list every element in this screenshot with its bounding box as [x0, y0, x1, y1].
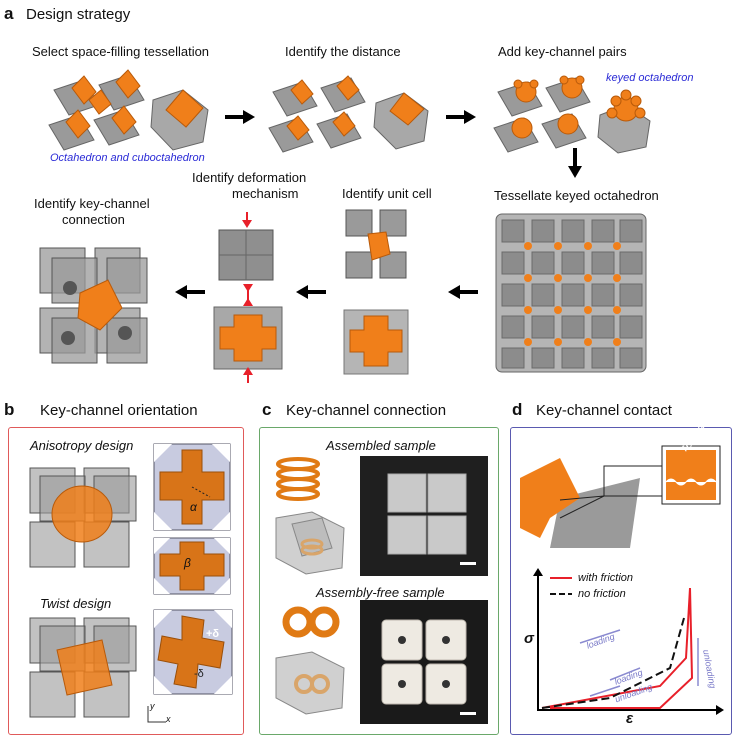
distance-cluster-figure [268, 75, 366, 153]
panel-a-label: a [4, 4, 14, 23]
spring-key-figure [276, 457, 320, 501]
assembly-free-sample-label: Assembly-free sample [316, 585, 445, 600]
tessellated-lattice-figure [495, 213, 647, 373]
keyed-cluster-figure [493, 75, 591, 153]
octa-cubo-note: Octahedron and cuboctahedron [50, 152, 205, 164]
step-unit-cell-label: Identify unit cell [342, 186, 432, 201]
legend-no-friction: no friction [578, 588, 626, 600]
legend-with-friction: with friction [578, 572, 634, 584]
keyed-octahedron-figure [597, 89, 651, 154]
step-connection-label-1: Identify key-channel [34, 196, 150, 211]
anisotropy-design-label: Anisotropy design [30, 438, 134, 453]
arrow-down [568, 148, 582, 178]
axis-indicator [147, 706, 166, 723]
y-axis-label: σ [524, 630, 534, 647]
panel-b-frame [8, 427, 244, 735]
assembled-sample-label: Assembled sample [326, 438, 436, 453]
arrow-1 [225, 110, 255, 124]
step-deformation-label-1: Identify deformation [192, 170, 307, 185]
deformation-arrows [243, 284, 253, 306]
step-select-label: Select space-filling tessellation [32, 44, 210, 59]
stress-strain-chart [533, 568, 724, 715]
scale-bar-1 [460, 562, 476, 565]
anisotropy-cross-section-2 [153, 537, 231, 595]
keyed-octa-note: keyed octahedron [606, 72, 694, 84]
distance-single-figure [373, 92, 429, 150]
assembled-sample-image [387, 473, 467, 555]
assembled-sample-photo [360, 456, 488, 576]
step-deformation-label-2: mechanism [232, 186, 299, 201]
axis-y-label: y [150, 701, 155, 711]
assembly-free-sample-photo [360, 600, 488, 724]
arrow-left-3 [448, 285, 478, 299]
anisotropy-cube-figure [29, 467, 137, 568]
panel-c-label: c [262, 400, 272, 419]
scale-bar-2 [460, 712, 476, 715]
deformation-cube-figure [218, 212, 274, 281]
figure-eight-key-figure [282, 606, 340, 638]
panel-d-label: d [512, 400, 523, 419]
twist-cross-section [153, 609, 233, 695]
panel-b-label: b [4, 400, 15, 419]
deformation-cross-figure [213, 306, 283, 383]
unit-cell-figure [345, 209, 407, 279]
panel-c-title: Key-channel connection [286, 402, 447, 419]
arrow-left-2 [296, 285, 326, 299]
unit-cell-cross-figure [343, 309, 409, 375]
step-connection-label-2: connection [62, 212, 125, 227]
twist-cube-figure [29, 617, 137, 718]
assembly-free-sample-image [381, 619, 467, 705]
tessellation-cluster-figure [48, 69, 145, 151]
beta-symbol: β [184, 556, 191, 570]
panel-c-frame [259, 427, 499, 735]
delta-minus-symbol: -δ [194, 668, 204, 680]
arrow-left-1 [175, 285, 205, 299]
axis-x-label: x [166, 714, 171, 724]
panel-a-title: Design strategy [26, 6, 131, 23]
anisotropy-cross-section-1 [153, 443, 231, 531]
step-add-pairs-label: Add key-channel pairs [498, 44, 627, 59]
panel-d-title: Key-channel contact [536, 402, 672, 419]
key-channel-connection-figure [39, 247, 148, 364]
panel-b-title: Key-channel orientation [40, 402, 198, 419]
contact-illustration [520, 445, 721, 548]
step-distance-label: Identify the distance [285, 44, 401, 59]
panel-d-frame [510, 427, 732, 735]
step-tessellate-label: Tessellate keyed octahedron [494, 188, 659, 203]
alpha-symbol: α [190, 500, 197, 514]
twist-design-label: Twist design [40, 596, 112, 611]
figure-eight-channel-figure [275, 651, 345, 715]
x-axis-label: ε [626, 710, 634, 727]
spring-channel-figure [275, 511, 345, 575]
arrow-2 [446, 110, 476, 124]
delta-plus-symbol: +δ [206, 628, 220, 640]
octahedron-cuboctahedron-figure [150, 89, 209, 151]
